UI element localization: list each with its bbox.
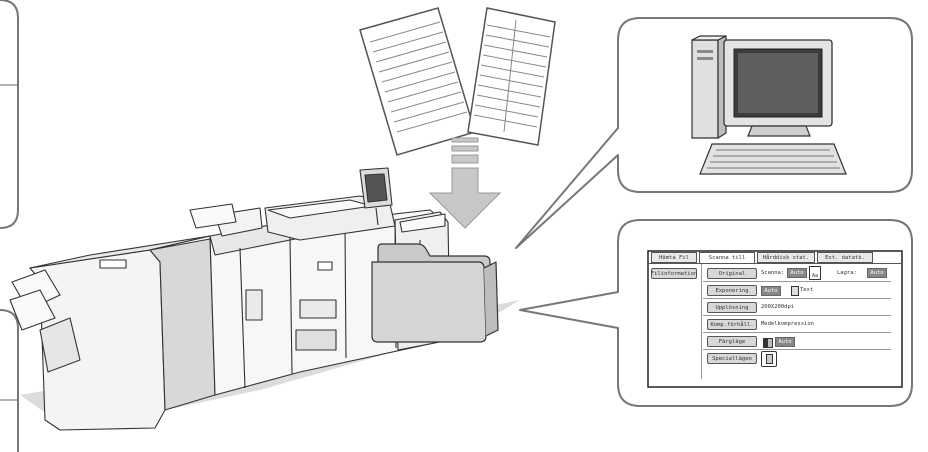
color-mode-icon bbox=[763, 338, 773, 348]
exponering-auto-badge: Auto bbox=[761, 286, 781, 296]
row-separator bbox=[703, 315, 891, 316]
fargläge-button[interactable]: Färgläge bbox=[707, 336, 757, 347]
filinformation-button[interactable]: Filinformation bbox=[651, 268, 697, 279]
row-separator bbox=[703, 298, 891, 299]
exponering-button[interactable]: Exponering bbox=[707, 285, 757, 296]
left-callout-top bbox=[0, 0, 18, 228]
document-left bbox=[360, 8, 475, 155]
row-separator bbox=[703, 332, 891, 333]
document-right bbox=[468, 8, 555, 145]
tab-scanna-till[interactable]: Scanna till bbox=[699, 252, 755, 263]
scan-settings-screen: Hämta Fil Scanna till Hårddisk stat. Ext… bbox=[649, 252, 901, 385]
scanna-auto-badge: Auto bbox=[787, 268, 807, 278]
tab-hamta-fil[interactable]: Hämta Fil bbox=[651, 252, 697, 263]
left-callout-bottom bbox=[0, 310, 18, 452]
komp-forhall-button[interactable]: Komp.förhåll. bbox=[707, 319, 757, 330]
komp-forhall-value: Medelkompression bbox=[761, 319, 814, 329]
tab-divider bbox=[649, 263, 901, 264]
original-button[interactable]: Original bbox=[707, 268, 757, 279]
computer-icon bbox=[692, 36, 846, 174]
tab-harddisk-stat[interactable]: Hårddisk stat. bbox=[757, 252, 815, 263]
upplosning-value: 200X200dpi bbox=[761, 302, 794, 312]
folder-icon bbox=[372, 244, 498, 342]
lagra-auto-badge: Auto bbox=[867, 268, 887, 278]
fargläge-auto-badge: Auto bbox=[775, 337, 795, 347]
lagra-label: Lagra: bbox=[837, 268, 857, 278]
tab-ext-datatk[interactable]: Ext. datatk. bbox=[817, 252, 873, 263]
scanna-label: Scanna: bbox=[761, 268, 784, 278]
exponering-value: Text bbox=[800, 285, 813, 295]
upplosning-button[interactable]: Upplösning bbox=[707, 302, 757, 313]
original-size-icon: Aa bbox=[809, 266, 821, 280]
row-separator bbox=[703, 349, 891, 350]
column-divider bbox=[701, 264, 702, 379]
speciallagen-button[interactable]: Speciallägen bbox=[707, 353, 757, 364]
row-separator bbox=[703, 281, 891, 282]
text-mode-icon bbox=[791, 286, 799, 296]
special-mode-icon bbox=[761, 351, 777, 367]
